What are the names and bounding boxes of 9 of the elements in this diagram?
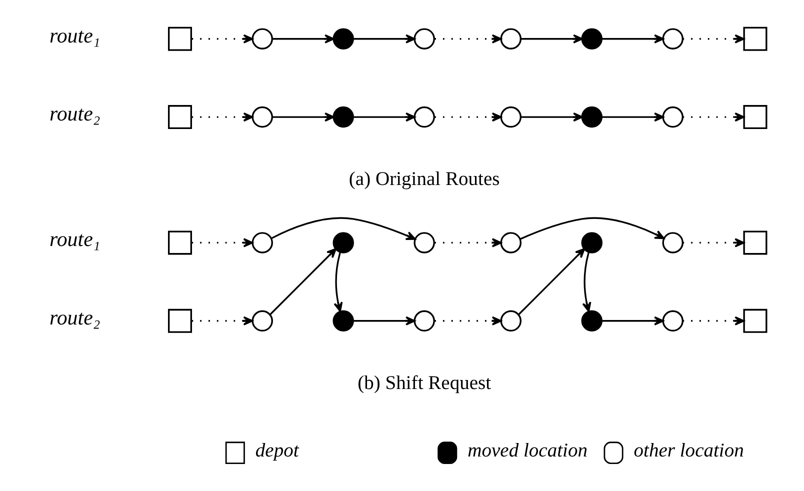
legend-label: other location (634, 440, 744, 462)
legend-label: depot (255, 440, 299, 462)
label: (a) Original Routes (348, 169, 500, 190)
label: route₂ (49, 305, 100, 330)
label: route₁ (49, 23, 100, 48)
legend-label: moved location (468, 440, 588, 462)
label: route₁ (49, 227, 100, 252)
label: route₂ (49, 102, 100, 126)
label: (b) Shift Request (358, 372, 492, 394)
